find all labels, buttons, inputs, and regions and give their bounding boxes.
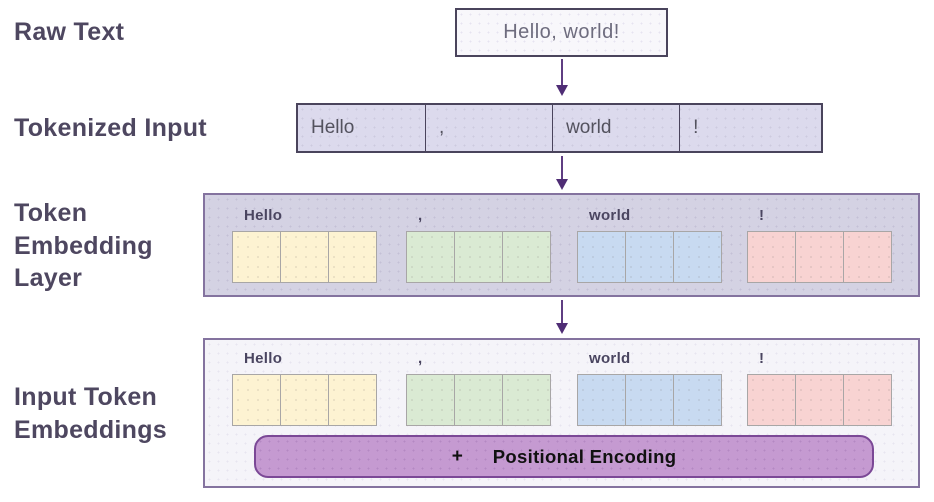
embedding-group-comma: ,: [406, 207, 551, 283]
stage-label-token-embedding-layer: Token Embedding Layer: [14, 199, 153, 292]
raw-text-box: Hello, world!: [455, 8, 668, 57]
token-text: !: [693, 117, 699, 138]
embedding-cell: [455, 374, 503, 426]
arrow-tokenized-to-embedding-layer: [555, 156, 568, 190]
embedding-vector: [232, 374, 377, 426]
embedding-group-world: world: [577, 207, 722, 283]
embedding-group-hello: Hello: [232, 207, 377, 283]
token-label: !: [759, 207, 765, 224]
embedding-cell: [844, 231, 892, 283]
embedding-cell: [577, 231, 626, 283]
stage-label-input-token-embeddings: Input Token Embeddings: [14, 383, 168, 444]
embedding-cell: [232, 374, 281, 426]
embedding-cell: [747, 374, 796, 426]
embedding-vector: [747, 231, 892, 283]
embedding-group-exclamation: !: [747, 350, 892, 426]
embedding-group-hello: Hello: [232, 350, 377, 426]
embedding-cell: [674, 374, 722, 426]
token-text: Hello: [311, 117, 355, 138]
embedding-cell: [626, 374, 674, 426]
positional-encoding-bar: + Positional Encoding: [254, 435, 874, 478]
embedding-cell: [844, 374, 892, 426]
arrow-raw-to-tokenized: [555, 59, 568, 96]
token-label: Hello: [244, 207, 283, 224]
token-cell: Hello: [298, 105, 427, 151]
embedding-cell: [281, 374, 329, 426]
input-token-embeddings-panel: Hello , world !: [203, 338, 920, 488]
token-label: world: [589, 207, 631, 224]
positional-encoding-label: Positional Encoding: [492, 445, 677, 467]
embedding-cell: [747, 231, 796, 283]
tokenized-input-row: Hello , world !: [296, 103, 823, 153]
embedding-group-world: world: [577, 350, 722, 426]
embedding-vector: [406, 231, 551, 283]
embedding-group-comma: ,: [406, 350, 551, 426]
token-text: ,: [439, 117, 445, 138]
arrow-embedding-layer-to-input-embeddings: [555, 300, 568, 334]
embedding-cell: [455, 231, 503, 283]
embedding-cell: [577, 374, 626, 426]
embedding-vector: [577, 231, 722, 283]
plus-sign: +: [451, 445, 463, 467]
token-label: !: [759, 350, 765, 367]
embedding-cell: [674, 231, 722, 283]
token-label: ,: [418, 207, 423, 224]
embedding-cell: [406, 374, 455, 426]
embedding-cell: [503, 231, 551, 283]
token-label: ,: [418, 350, 423, 367]
embedding-cell: [503, 374, 551, 426]
embedding-vector: [232, 231, 377, 283]
embedding-group-exclamation: !: [747, 207, 892, 283]
stage-label-raw-text: Raw Text: [14, 18, 125, 46]
token-label: Hello: [244, 350, 283, 367]
token-embedding-layer-panel: Hello , world !: [203, 193, 920, 297]
token-text: world: [566, 117, 612, 138]
embedding-cell: [329, 374, 377, 426]
embedding-cell: [796, 231, 844, 283]
embedding-cell: [281, 231, 329, 283]
raw-text-content: Hello, world!: [503, 21, 620, 43]
embedding-vector: [577, 374, 722, 426]
embedding-cell: [232, 231, 281, 283]
token-cell: !: [680, 105, 821, 151]
stage-label-tokenized-input: Tokenized Input: [14, 114, 207, 142]
token-cell: ,: [426, 105, 554, 151]
embedding-vector: [406, 374, 551, 426]
embedding-vector: [747, 374, 892, 426]
embedding-cell: [329, 231, 377, 283]
embedding-cell: [406, 231, 455, 283]
embedding-cell: [626, 231, 674, 283]
token-cell: world: [553, 105, 681, 151]
embedding-cell: [796, 374, 844, 426]
token-label: world: [589, 350, 631, 367]
